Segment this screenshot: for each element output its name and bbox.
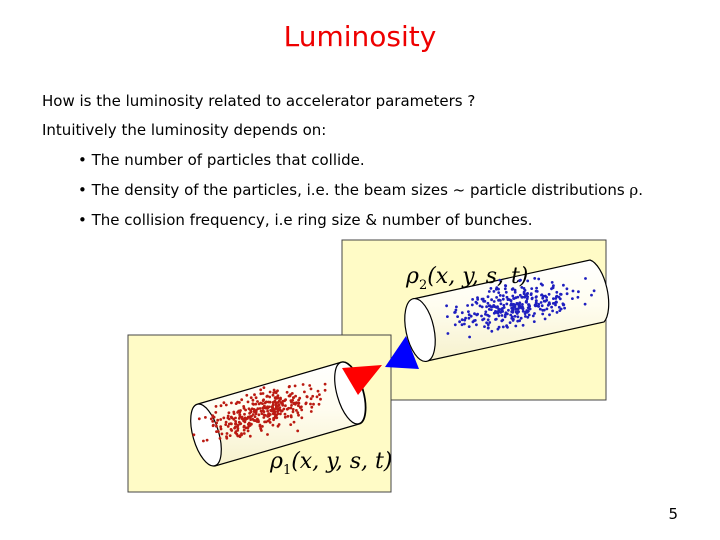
beam-1-direction-arrow <box>342 365 382 395</box>
beam-2-particles <box>445 277 596 339</box>
bullet-item-particle-density: • The density of the particles, i.e. the… <box>78 181 643 199</box>
beam-2-tube <box>412 259 610 362</box>
question-text: How is the luminosity related to acceler… <box>42 92 476 110</box>
page-number: 5 <box>668 505 678 523</box>
beam-2-direction-arrow <box>385 336 419 369</box>
bullet-marker: • <box>78 151 87 169</box>
rho-symbol: ρ <box>629 181 639 199</box>
bullet-text: The density of the particles, i.e. the b… <box>91 181 630 199</box>
bullet-item-particle-count: • The number of particles that collide. <box>78 151 365 169</box>
bullet-text: The collision frequency, i.e ring size &… <box>91 211 533 229</box>
intro-text: Intuitively the luminosity depends on: <box>42 121 327 139</box>
bullet-text: The number of particles that collide. <box>91 151 365 169</box>
bullet-marker: • <box>78 181 87 199</box>
beam-2-tube-opening <box>404 297 436 363</box>
bullet-item-collision-frequency: • The collision frequency, i.e ring size… <box>78 211 532 229</box>
beam-1-panel: ρ1(x, y, s, t) <box>127 334 392 493</box>
beam-1-density-label: ρ1(x, y, s, t) <box>269 449 392 478</box>
beam-1-particles <box>192 382 327 443</box>
slide-title: Luminosity <box>283 20 437 53</box>
beam-2-density-label: ρ2(x, y, s, t) <box>405 264 528 293</box>
bullet-marker: • <box>78 211 87 229</box>
bullet-suffix: . <box>638 181 644 199</box>
